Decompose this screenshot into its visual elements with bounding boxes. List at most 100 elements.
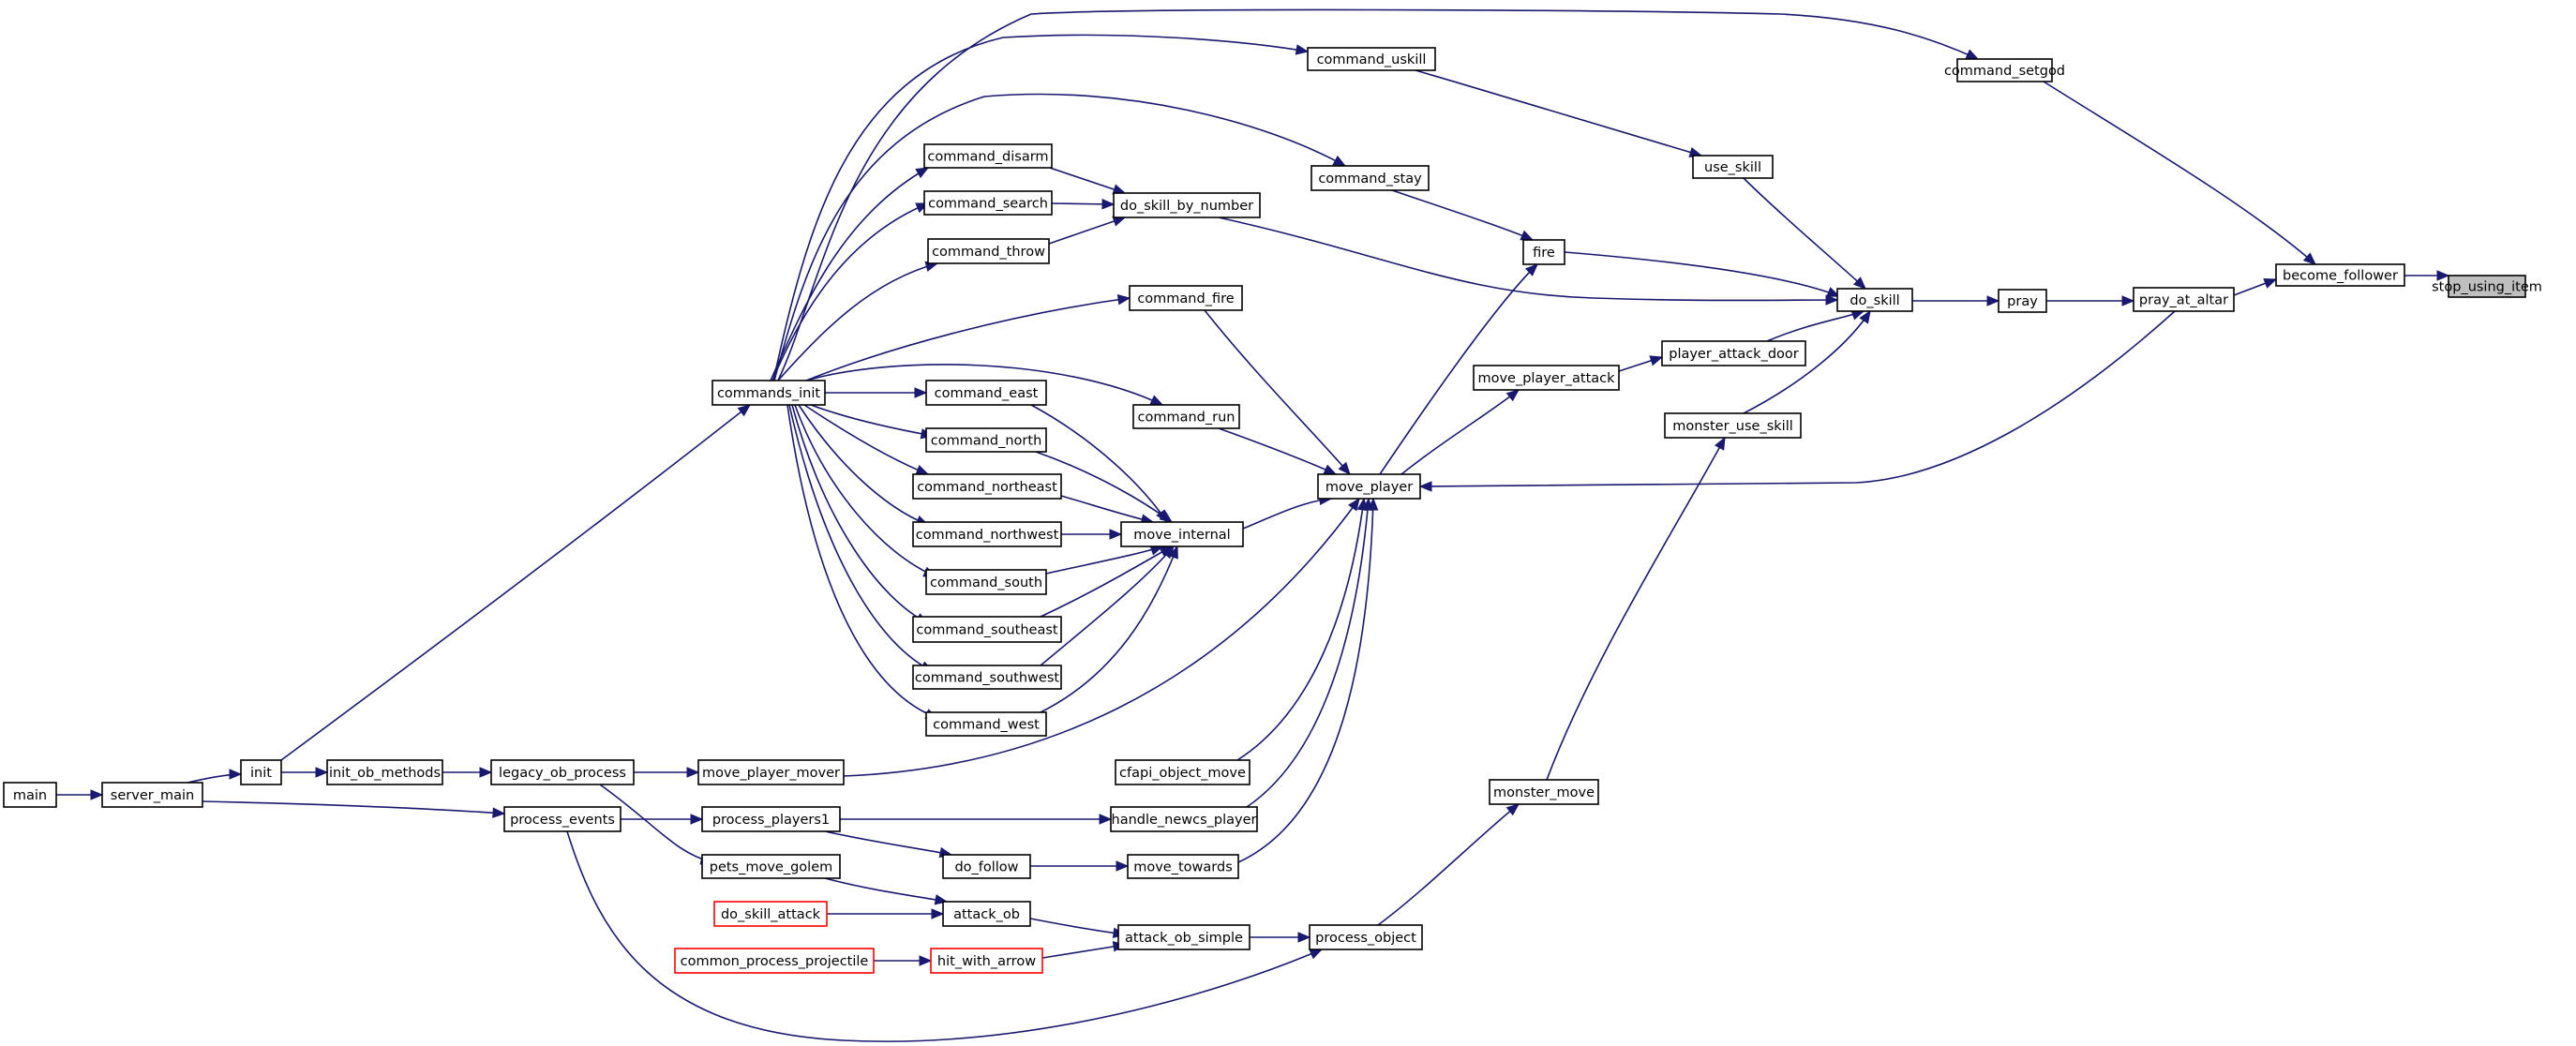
- node-command_northeast[interactable]: command_northeast: [912, 473, 1062, 500]
- node-fire[interactable]: fire: [1522, 239, 1565, 265]
- node-box: [1117, 924, 1251, 950]
- edge-line: [798, 404, 929, 526]
- arrowhead: [1418, 481, 1432, 492]
- node-command_disarm[interactable]: command_disarm: [923, 143, 1053, 169]
- node-move_internal[interactable]: move_internal: [1120, 521, 1244, 547]
- node-label: pray_at_altar: [2139, 293, 2228, 308]
- edge-line: [1546, 437, 1726, 781]
- node-command_southeast[interactable]: command_southeast: [912, 616, 1062, 643]
- edge-commands_init-to-command_search: [771, 202, 930, 381]
- node-do_skill[interactable]: do_skill: [1836, 288, 1913, 312]
- node-move_player_mover[interactable]: move_player_mover: [697, 759, 845, 785]
- node-box: [1127, 854, 1239, 879]
- node-attack_ob[interactable]: attack_ob: [942, 901, 1031, 927]
- arrowhead: [690, 814, 704, 825]
- node-label: init_ob_methods: [329, 766, 441, 781]
- edge-do_skill-to-pray: [1912, 295, 2000, 306]
- node-box: [2133, 287, 2235, 312]
- edge-move_player-to-move_player_attack: [1400, 389, 1520, 475]
- edge-line: [843, 498, 1360, 777]
- node-do_follow[interactable]: do_follow: [942, 854, 1031, 879]
- node-do_skill_by_number[interactable]: do_skill_by_number: [1113, 192, 1261, 218]
- node-box: [923, 190, 1053, 216]
- node-box: [701, 854, 841, 879]
- arrowhead: [1116, 860, 1130, 872]
- node-move_towards[interactable]: move_towards: [1127, 854, 1239, 879]
- node-pray[interactable]: pray: [1998, 289, 2047, 313]
- node-become_follower[interactable]: become_follower: [2275, 263, 2405, 287]
- node-label: command_fire: [1137, 291, 1234, 306]
- node-common_process_projectile[interactable]: common_process_projectile: [674, 948, 875, 974]
- node-box: [1307, 47, 1436, 71]
- node-hit_with_arrow[interactable]: hit_with_arrow: [930, 948, 1043, 974]
- arrowhead: [1309, 949, 1324, 960]
- node-command_northwest[interactable]: command_northwest: [912, 521, 1062, 547]
- node-move_player_attack[interactable]: move_player_attack: [1473, 365, 1620, 391]
- node-command_north[interactable]: command_north: [925, 427, 1047, 453]
- node-server_main[interactable]: server_main: [101, 782, 203, 808]
- node-label: hit_with_arrow: [937, 954, 1036, 969]
- node-command_throw[interactable]: command_throw: [927, 238, 1050, 264]
- node-box: [240, 759, 282, 785]
- node-monster_use_skill[interactable]: monster_use_skill: [1664, 412, 1802, 439]
- node-do_skill_attack[interactable]: do_skill_attack: [713, 901, 828, 927]
- edge-commands_init-to-command_fire: [805, 293, 1131, 381]
- node-label: do_skill: [1850, 293, 1899, 308]
- node-cfapi_object_move[interactable]: cfapi_object_move: [1115, 759, 1251, 785]
- edge-line: [791, 404, 929, 624]
- node-use_skill[interactable]: use_skill: [1692, 155, 1774, 179]
- arrowhead: [1159, 510, 1174, 523]
- node-command_run[interactable]: command_run: [1132, 404, 1240, 429]
- node-command_east[interactable]: command_east: [925, 380, 1047, 406]
- edge-line: [2043, 81, 2316, 265]
- node-label: command_uskill: [1317, 52, 1427, 67]
- node-pets_move_golem[interactable]: pets_move_golem: [701, 854, 841, 879]
- node-label: do_skill_by_number: [1120, 199, 1253, 214]
- edge-line: [1035, 451, 1173, 523]
- edge-use_skill-to-do_skill: [1743, 177, 1866, 290]
- node-label: attack_ob_simple: [1125, 931, 1243, 946]
- node-label: move_player: [1325, 480, 1413, 495]
- node-command_fire[interactable]: command_fire: [1129, 285, 1243, 311]
- node-label: cfapi_object_move: [1119, 766, 1246, 781]
- node-label: move_towards: [1133, 860, 1233, 875]
- node-command_setgod[interactable]: command_setgod: [1944, 58, 2065, 82]
- node-commands_init[interactable]: commands_init: [711, 380, 826, 406]
- node-command_west[interactable]: command_west: [925, 711, 1047, 737]
- node-process_events[interactable]: process_events: [503, 806, 622, 832]
- node-box: [1473, 365, 1620, 391]
- edge-line: [1415, 69, 1702, 157]
- arrowhead: [1852, 276, 1866, 290]
- edge-line: [1030, 404, 1168, 523]
- node-command_uskill[interactable]: command_uskill: [1307, 47, 1436, 71]
- node-attack_ob_simple[interactable]: attack_ob_simple: [1117, 924, 1251, 950]
- arrowhead: [1348, 497, 1360, 512]
- edge-pray_at_altar-to-move_player: [1418, 310, 2176, 492]
- node-command_southwest[interactable]: command_southwest: [912, 665, 1062, 690]
- edge-line: [1419, 310, 2176, 487]
- node-command_south[interactable]: command_south: [925, 569, 1047, 595]
- node-command_stay[interactable]: command_stay: [1310, 165, 1430, 191]
- node-legacy_ob_process[interactable]: legacy_ob_process: [490, 759, 635, 785]
- node-process_players1[interactable]: process_players1: [701, 806, 841, 832]
- node-box: [711, 380, 826, 406]
- node-monster_move[interactable]: monster_move: [1489, 779, 1599, 805]
- node-box: [1522, 239, 1565, 265]
- node-pray_at_altar[interactable]: pray_at_altar: [2133, 287, 2235, 312]
- edge-line: [1237, 498, 1374, 863]
- node-command_search[interactable]: command_search: [923, 190, 1053, 216]
- node-player_attack_door[interactable]: player_attack_door: [1661, 340, 1806, 366]
- arrowhead: [2263, 278, 2278, 289]
- node-move_player[interactable]: move_player: [1317, 473, 1421, 500]
- edge-become_follower-to-stop_using_item: [2404, 270, 2450, 281]
- node-box: [912, 521, 1062, 547]
- node-stop_using_item[interactable]: stop_using_item: [2432, 275, 2542, 298]
- node-init_ob_methods[interactable]: init_ob_methods: [326, 759, 443, 785]
- node-init[interactable]: init: [240, 759, 282, 785]
- node-handle_newcs_player[interactable]: handle_newcs_player: [1110, 806, 1258, 832]
- node-main[interactable]: main: [3, 782, 57, 808]
- arrowhead: [2121, 295, 2135, 306]
- arrowhead: [1323, 464, 1338, 475]
- edge-line: [599, 784, 713, 863]
- node-process_object[interactable]: process_object: [1309, 924, 1423, 950]
